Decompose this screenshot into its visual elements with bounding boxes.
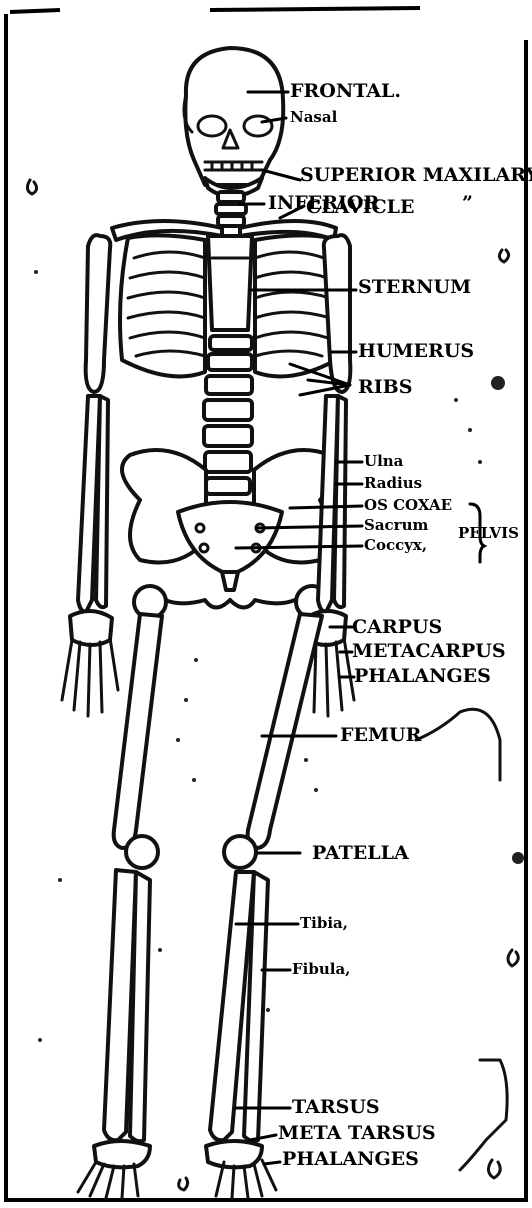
label-frontal: FRONTAL. xyxy=(290,82,401,101)
label-patella: PATELLA xyxy=(312,844,409,863)
label-metacarpus: METACARPUS xyxy=(352,642,506,661)
label-superior-maxilary: SUPERIOR MAXILARY xyxy=(300,166,532,185)
label-meta-tarsus: META TARSUS xyxy=(278,1124,436,1143)
label-os-coxae: OS COXAE xyxy=(364,498,452,513)
label-tibia: Tibia, xyxy=(300,916,348,931)
label-pelvis: PELVIS xyxy=(458,526,519,541)
label-ribs: RIBS xyxy=(358,378,412,397)
label-humerus: HUMERUS xyxy=(358,342,474,361)
label-coccyx: Coccyx, xyxy=(364,538,427,553)
label-ulna: Ulna xyxy=(364,454,403,469)
left-arm xyxy=(62,235,118,716)
label-radius: Radius xyxy=(364,476,422,491)
label-tarsus: TARSUS xyxy=(292,1098,380,1117)
label-femur: FEMUR xyxy=(340,726,421,745)
label-phalanges-foot: PHALANGES xyxy=(282,1150,419,1169)
lumbar-spine xyxy=(204,336,252,494)
label-inferior-ditto: ” xyxy=(462,194,473,213)
label-clavicle: CLAVICLE xyxy=(306,198,414,217)
label-sacrum: Sacrum xyxy=(364,518,428,533)
label-sternum: STERNUM xyxy=(358,278,471,297)
left-leg xyxy=(78,614,162,1198)
pelvis xyxy=(122,450,338,618)
label-nasal: Nasal xyxy=(290,110,337,125)
cervical-spine xyxy=(216,192,246,226)
label-phalanges-hand: PHALANGES xyxy=(354,667,491,686)
label-fibula: Fibula, xyxy=(292,962,350,977)
label-carpus: CARPUS xyxy=(352,618,442,637)
